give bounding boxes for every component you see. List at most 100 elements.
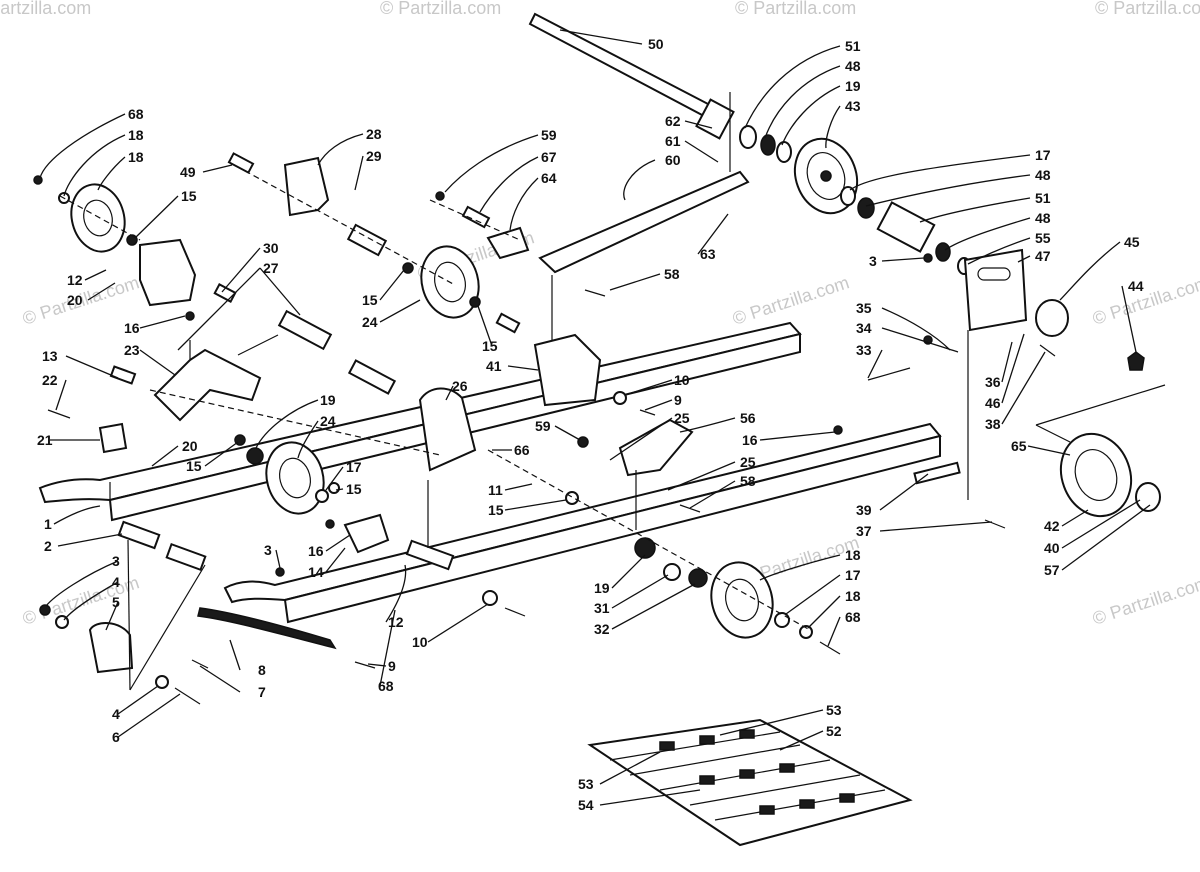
callout-35: 35 xyxy=(856,300,872,316)
spacer xyxy=(109,365,137,385)
spacer xyxy=(461,205,491,229)
callout-15: 15 xyxy=(181,188,197,204)
leader-line xyxy=(611,583,696,630)
leader-line xyxy=(559,29,643,45)
cross-shaft xyxy=(277,309,333,351)
wheel-hub-ring xyxy=(1074,449,1118,501)
callout-47: 47 xyxy=(1035,248,1051,264)
leader-line xyxy=(967,237,1031,265)
washer xyxy=(402,262,414,274)
callout-12: 12 xyxy=(67,272,83,288)
callout-56: 56 xyxy=(740,410,756,426)
leader-line xyxy=(504,483,533,491)
leader-line xyxy=(379,269,405,301)
leader-line xyxy=(1027,445,1071,456)
callout-30: 30 xyxy=(263,240,279,256)
callout-62: 62 xyxy=(665,113,681,129)
callout-58: 58 xyxy=(740,473,756,489)
leader-line xyxy=(599,751,661,785)
leader-line xyxy=(764,65,841,139)
leader-line xyxy=(623,159,656,201)
leader-line xyxy=(317,133,364,166)
callout-67: 67 xyxy=(541,149,557,165)
leader-line xyxy=(105,601,119,631)
leader-line xyxy=(504,499,567,511)
rear-outer-wheel xyxy=(1059,432,1133,518)
leader-line xyxy=(759,554,841,581)
upper-arm-bracket xyxy=(283,156,330,217)
leader-line xyxy=(779,730,824,751)
leader-line xyxy=(84,269,107,281)
washer xyxy=(799,625,813,639)
washer xyxy=(315,489,329,503)
callout-55: 55 xyxy=(1035,230,1051,246)
callout-61: 61 xyxy=(665,133,681,149)
leader-line xyxy=(644,399,673,411)
callout-16: 16 xyxy=(308,543,324,559)
leader-line xyxy=(781,85,841,146)
callout-54: 54 xyxy=(578,797,594,813)
track-clip xyxy=(759,805,775,815)
callout-25: 25 xyxy=(674,410,690,426)
bolt xyxy=(584,289,606,297)
front-rail-tip xyxy=(88,622,134,674)
leader-line xyxy=(354,155,364,191)
leader-line xyxy=(53,505,101,525)
wheel-hub-ring xyxy=(279,457,311,499)
callout-22: 22 xyxy=(42,372,58,388)
shaft-block xyxy=(343,513,390,554)
leader-line xyxy=(202,164,233,173)
callout-3: 3 xyxy=(264,542,272,558)
leader-line xyxy=(325,534,351,552)
leader-line xyxy=(509,177,539,231)
callout-31: 31 xyxy=(594,600,610,616)
leader-lines xyxy=(39,29,1151,806)
callout-43: 43 xyxy=(845,98,861,114)
callout-48: 48 xyxy=(1035,167,1051,183)
callout-labels: 50 51 48 19 43 62 61 60 17 48 51 48 55 4… xyxy=(37,36,1144,813)
axle-spacer xyxy=(695,98,735,140)
leader-line xyxy=(204,441,239,467)
axle-washer xyxy=(840,186,856,206)
callout-37: 37 xyxy=(856,523,872,539)
leader-line xyxy=(1061,509,1089,527)
leader-line xyxy=(611,554,646,589)
leader-line xyxy=(759,431,836,441)
rear-arm-bracket xyxy=(533,333,602,407)
leader-line xyxy=(919,197,1031,223)
callout-9: 9 xyxy=(388,658,396,674)
watermark: © Partzilla.com xyxy=(0,0,91,18)
cross-shaft xyxy=(347,359,397,395)
leader-line xyxy=(827,616,841,647)
bolt xyxy=(679,504,701,513)
callout-51: 51 xyxy=(1035,190,1051,206)
callout-10: 10 xyxy=(412,634,428,650)
leader-line xyxy=(599,789,701,806)
spacer xyxy=(213,283,237,303)
axle-spacer xyxy=(876,201,936,253)
callout-18: 18 xyxy=(845,588,861,604)
axle-bearing xyxy=(857,197,875,219)
callout-26: 26 xyxy=(452,378,468,394)
leader-line xyxy=(297,420,319,459)
leader-line xyxy=(689,480,736,509)
right-slide-rail-side xyxy=(283,434,941,624)
callout-14: 14 xyxy=(308,564,324,580)
leader-line xyxy=(134,195,179,239)
callout-11: 11 xyxy=(488,482,503,498)
track-clip xyxy=(659,741,675,751)
callout-17: 17 xyxy=(845,567,861,583)
callout-36: 36 xyxy=(985,374,1001,390)
leader-line xyxy=(255,399,319,449)
bolt xyxy=(819,641,841,655)
leader-line xyxy=(39,113,126,179)
wheel-hub-ring xyxy=(725,578,759,622)
front-stop-block xyxy=(98,422,128,454)
leader-line xyxy=(865,174,1031,207)
bolt xyxy=(639,409,656,416)
leader-line xyxy=(684,120,713,129)
leader-line xyxy=(684,140,719,163)
leader-line xyxy=(609,417,673,461)
callout-4: 4 xyxy=(112,706,120,722)
